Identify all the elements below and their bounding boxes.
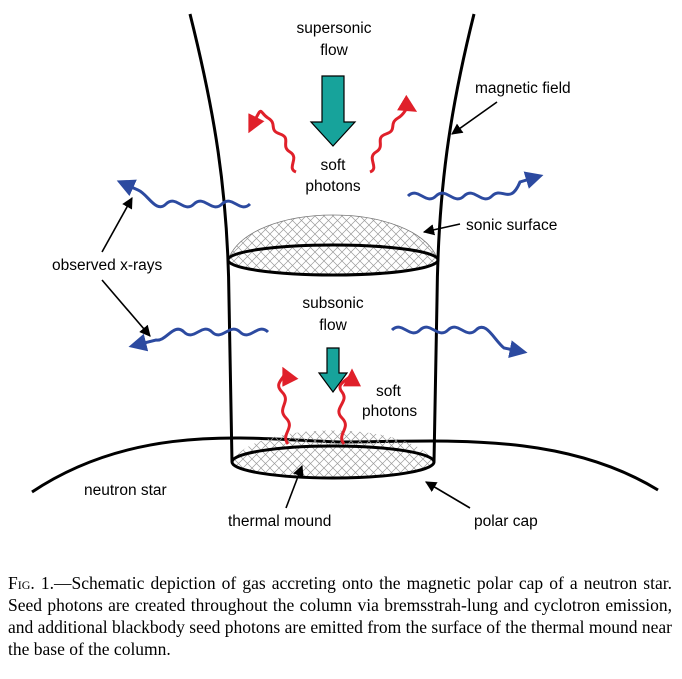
soft-photon-top-right	[369, 94, 418, 174]
caption-dash: —	[53, 573, 72, 593]
magnetic-field-line-right	[432, 13, 476, 463]
xray-lower-left	[128, 327, 270, 352]
sonic-surface	[226, 214, 440, 277]
soft-photon-bottom-right	[337, 368, 361, 445]
label-subsonic-1: subsonic	[302, 295, 363, 312]
supersonic-flow-arrow	[309, 75, 357, 147]
leader-sonic-surface	[422, 223, 461, 236]
label-soft-photons-top-2: photons	[305, 178, 360, 195]
leader-xrays-lower	[101, 279, 151, 337]
soft-photon-top-left	[248, 109, 297, 174]
subsonic-flow-arrow	[317, 347, 349, 394]
figure-caption: Fig. 1.—Schematic depiction of gas accre…	[8, 572, 672, 660]
xray-upper-right	[406, 171, 544, 201]
label-sonic-surface: sonic surface	[466, 217, 557, 234]
label-subsonic-2: flow	[319, 317, 347, 334]
xray-upper-left	[116, 179, 252, 209]
xray-lower-right	[390, 325, 528, 359]
label-soft-photons-bottom-2: photons	[362, 403, 417, 420]
caption-prefix: Fig. 1.	[8, 573, 54, 593]
label-magnetic-field: magnetic field	[475, 80, 571, 97]
label-soft-photons-top-1: soft	[321, 157, 347, 174]
label-supersonic-1: supersonic	[297, 20, 372, 37]
label-supersonic-2: flow	[320, 42, 348, 59]
label-thermal-mound: thermal mound	[228, 513, 331, 530]
leader-thermal-mound	[285, 464, 304, 509]
caption-text: Schematic depiction of gas accreting ont…	[8, 573, 672, 659]
accretion-column-diagram: supersonic flow magnetic field soft phot…	[31, 13, 659, 530]
label-polar-cap: polar cap	[474, 513, 538, 530]
label-observed-xrays: observed x-rays	[52, 257, 163, 274]
soft-photon-bottom-left	[277, 366, 299, 445]
leader-xrays-upper	[101, 197, 133, 253]
label-neutron-star: neutron star	[84, 482, 167, 499]
label-soft-photons-bottom-1: soft	[376, 383, 402, 400]
leader-magnetic-field	[451, 101, 498, 135]
leader-polar-cap	[425, 481, 471, 509]
magnetic-field-line-left	[188, 13, 234, 463]
